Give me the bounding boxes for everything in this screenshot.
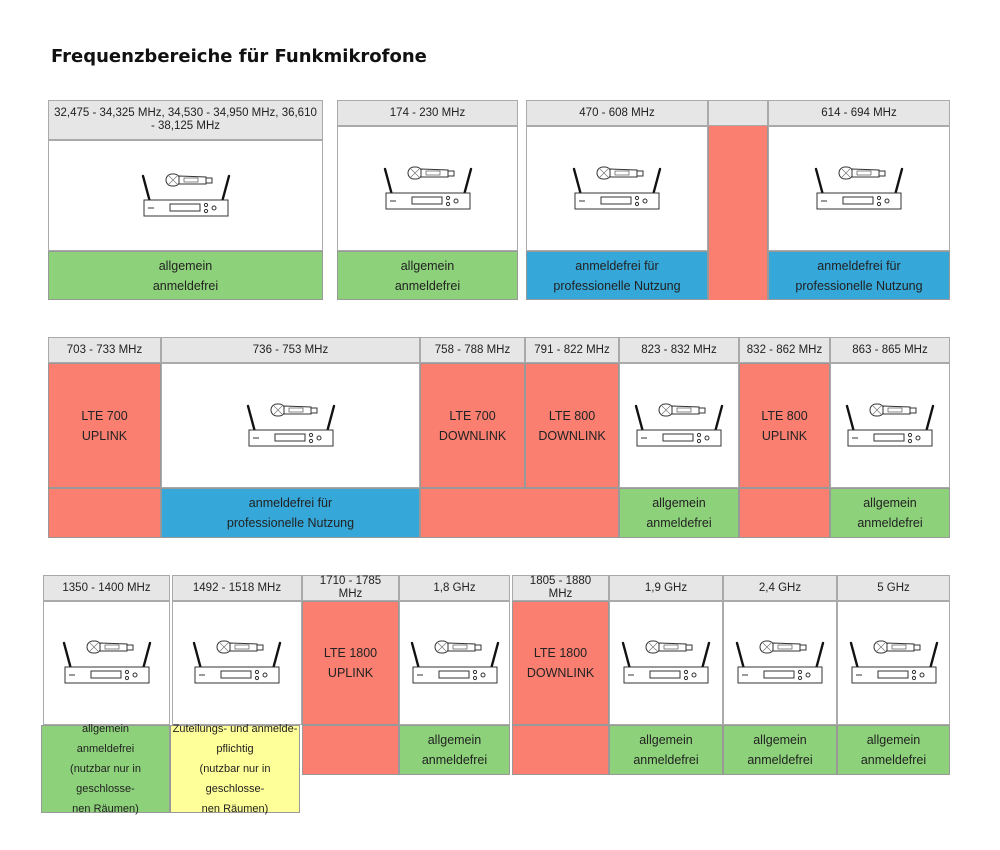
freq-header: 736 - 753 MHz	[161, 337, 420, 363]
freq-header: 1805 - 1880 MHz	[512, 575, 609, 601]
status-cell: Zuteilungs- und anmelde- pflichtig (nutz…	[170, 723, 300, 815]
wireless-microphone-receiver-icon	[634, 403, 724, 446]
icon-cell	[830, 363, 950, 488]
lte-band: LTE 700 UPLINK	[48, 363, 161, 488]
wireless-microphone-receiver-icon	[192, 640, 282, 684]
status-cell: anmeldefrei für professionelle Nutzung	[526, 251, 708, 300]
status-cell: allgemein anmeldefrei	[609, 725, 723, 775]
status-cell: allgemein anmeldefrei	[837, 725, 950, 775]
status-cell	[512, 725, 609, 775]
wireless-microphone-receiver-icon	[621, 640, 711, 684]
icon-cell	[399, 601, 510, 725]
status-cell: allgemein anmeldefrei	[399, 725, 510, 775]
icon-cell	[526, 126, 708, 251]
status-cell: allgemein anmeldefrei (nutzbar nur in ge…	[41, 723, 170, 815]
wireless-microphone-receiver-icon	[849, 640, 938, 684]
status-cell: anmeldefrei für professionelle Nutzung	[161, 488, 420, 538]
lte-band: LTE 1800 DOWNLINK	[512, 601, 609, 725]
wireless-microphone-receiver-icon	[246, 403, 335, 446]
page-title: Frequenzbereiche für Funkmikrofone	[51, 46, 427, 67]
icon-cell	[172, 601, 302, 725]
freq-header: 1350 - 1400 MHz	[43, 575, 170, 601]
freq-header: 1,9 GHz	[609, 575, 723, 601]
wireless-microphone-receiver-icon	[410, 640, 499, 684]
freq-header: 832 - 862 MHz	[739, 337, 830, 363]
freq-header: 823 - 832 MHz	[619, 337, 739, 363]
icon-cell	[609, 601, 723, 725]
wireless-microphone-receiver-icon	[572, 166, 662, 209]
icon-cell	[337, 126, 518, 251]
freq-header: 614 - 694 MHz	[768, 100, 950, 126]
gap-header	[708, 100, 768, 126]
status-cell: allgemein anmeldefrei	[723, 725, 837, 775]
wireless-microphone-receiver-icon	[141, 173, 230, 216]
icon-cell	[723, 601, 837, 725]
status-cell: allgemein anmeldefrei	[830, 488, 950, 538]
wireless-microphone-receiver-icon	[814, 166, 904, 209]
lte-band: LTE 800 UPLINK	[739, 363, 830, 488]
freq-header: 5 GHz	[837, 575, 950, 601]
status-cell: anmeldefrei für professionelle Nutzung	[768, 251, 950, 300]
icon-cell	[619, 363, 739, 488]
freq-header: 758 - 788 MHz	[420, 337, 525, 363]
lte-band: LTE 700 DOWNLINK	[420, 363, 525, 488]
status-cell: allgemein anmeldefrei	[337, 251, 518, 300]
status-cell	[48, 488, 161, 538]
freq-header: 174 - 230 MHz	[337, 100, 518, 126]
lte-band: LTE 800 DOWNLINK	[525, 363, 619, 488]
wireless-microphone-receiver-icon	[62, 640, 151, 684]
icon-cell	[768, 126, 950, 251]
freq-header: 470 - 608 MHz	[526, 100, 708, 126]
icon-cell	[43, 601, 170, 725]
wireless-microphone-receiver-icon	[383, 166, 472, 209]
wireless-microphone-receiver-icon	[735, 640, 825, 684]
freq-header: 2,4 GHz	[723, 575, 837, 601]
icon-cell	[161, 363, 420, 488]
lte-band: LTE 1800 UPLINK	[302, 601, 399, 725]
freq-header: 703 - 733 MHz	[48, 337, 161, 363]
status-cell	[302, 725, 399, 775]
status-cell: allgemein anmeldefrei	[48, 251, 323, 300]
freq-header: 1710 - 1785 MHz	[302, 575, 399, 601]
icon-cell	[837, 601, 950, 725]
freq-header: 863 - 865 MHz	[830, 337, 950, 363]
freq-header: 1,8 GHz	[399, 575, 510, 601]
icon-cell	[48, 140, 323, 251]
status-cell: allgemein anmeldefrei	[619, 488, 739, 538]
freq-header: 791 - 822 MHz	[525, 337, 619, 363]
gap-band	[708, 126, 768, 300]
freq-header: 32,475 - 34,325 MHz, 34,530 - 34,950 MHz…	[48, 100, 323, 140]
status-cell	[739, 488, 830, 538]
wireless-microphone-receiver-icon	[845, 403, 935, 446]
freq-header: 1492 - 1518 MHz	[172, 575, 302, 601]
status-cell	[420, 488, 619, 538]
